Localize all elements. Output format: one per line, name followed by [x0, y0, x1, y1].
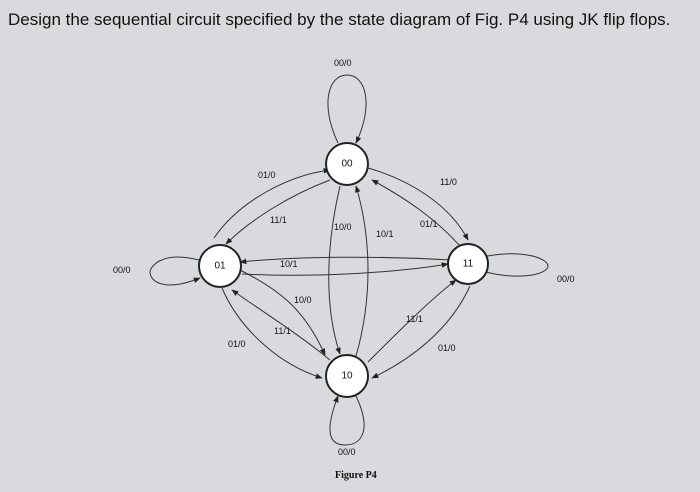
edge-label: 10/0 [294, 295, 312, 305]
state-node-10: 10 [325, 354, 369, 398]
edge-label: 11/0 [440, 177, 457, 187]
edge-10-self [329, 395, 365, 446]
edge-01-10-b [221, 287, 323, 379]
edge-01-11 [241, 262, 449, 276]
question-text: Design the sequential circuit specified … [8, 10, 671, 29]
edge-00-self [327, 74, 367, 144]
edge-label: 00/0 [557, 274, 575, 284]
state-label: 00 [341, 159, 353, 170]
edge-01-00 [213, 168, 331, 239]
state-node-01: 01 [198, 244, 242, 288]
edge-11-10 [371, 285, 471, 379]
edge-10-11 [367, 279, 457, 363]
edge-label: 11/1 [406, 314, 423, 324]
edge-00-01 [225, 179, 331, 245]
figure-caption: Figure P4 [335, 470, 377, 481]
edge-label: 00/0 [113, 265, 131, 275]
edge-label: 10/0 [334, 222, 352, 232]
edge-00-10 [328, 185, 341, 355]
edge-label: 10/1 [280, 259, 298, 269]
edge-01-10-a [239, 269, 326, 356]
edge-label: 01/0 [228, 339, 246, 349]
edge-label: 11/1 [270, 215, 287, 225]
edge-label: 00/0 [338, 447, 356, 457]
edge-label: 01/1 [420, 219, 438, 229]
edge-label: 00/0 [334, 58, 352, 68]
edge-01-self [149, 256, 201, 286]
state-node-11: 11 [447, 243, 489, 285]
state-node-00: 00 [325, 142, 369, 186]
state-label: 11 [463, 259, 474, 270]
edge-00-11 [367, 167, 469, 241]
state-label: 10 [341, 371, 353, 382]
edge-label: 11/1 [274, 326, 291, 336]
edge-11-self [477, 253, 549, 277]
edge-label: 10/1 [376, 229, 394, 239]
edge-10-01 [231, 289, 331, 361]
edge-11-01 [239, 256, 453, 265]
edge-11-00 [371, 179, 461, 247]
edge-label: 01/0 [438, 343, 456, 353]
state-label: 01 [214, 261, 226, 272]
edge-label: 01/0 [258, 170, 276, 180]
edge-10-00 [355, 185, 369, 357]
